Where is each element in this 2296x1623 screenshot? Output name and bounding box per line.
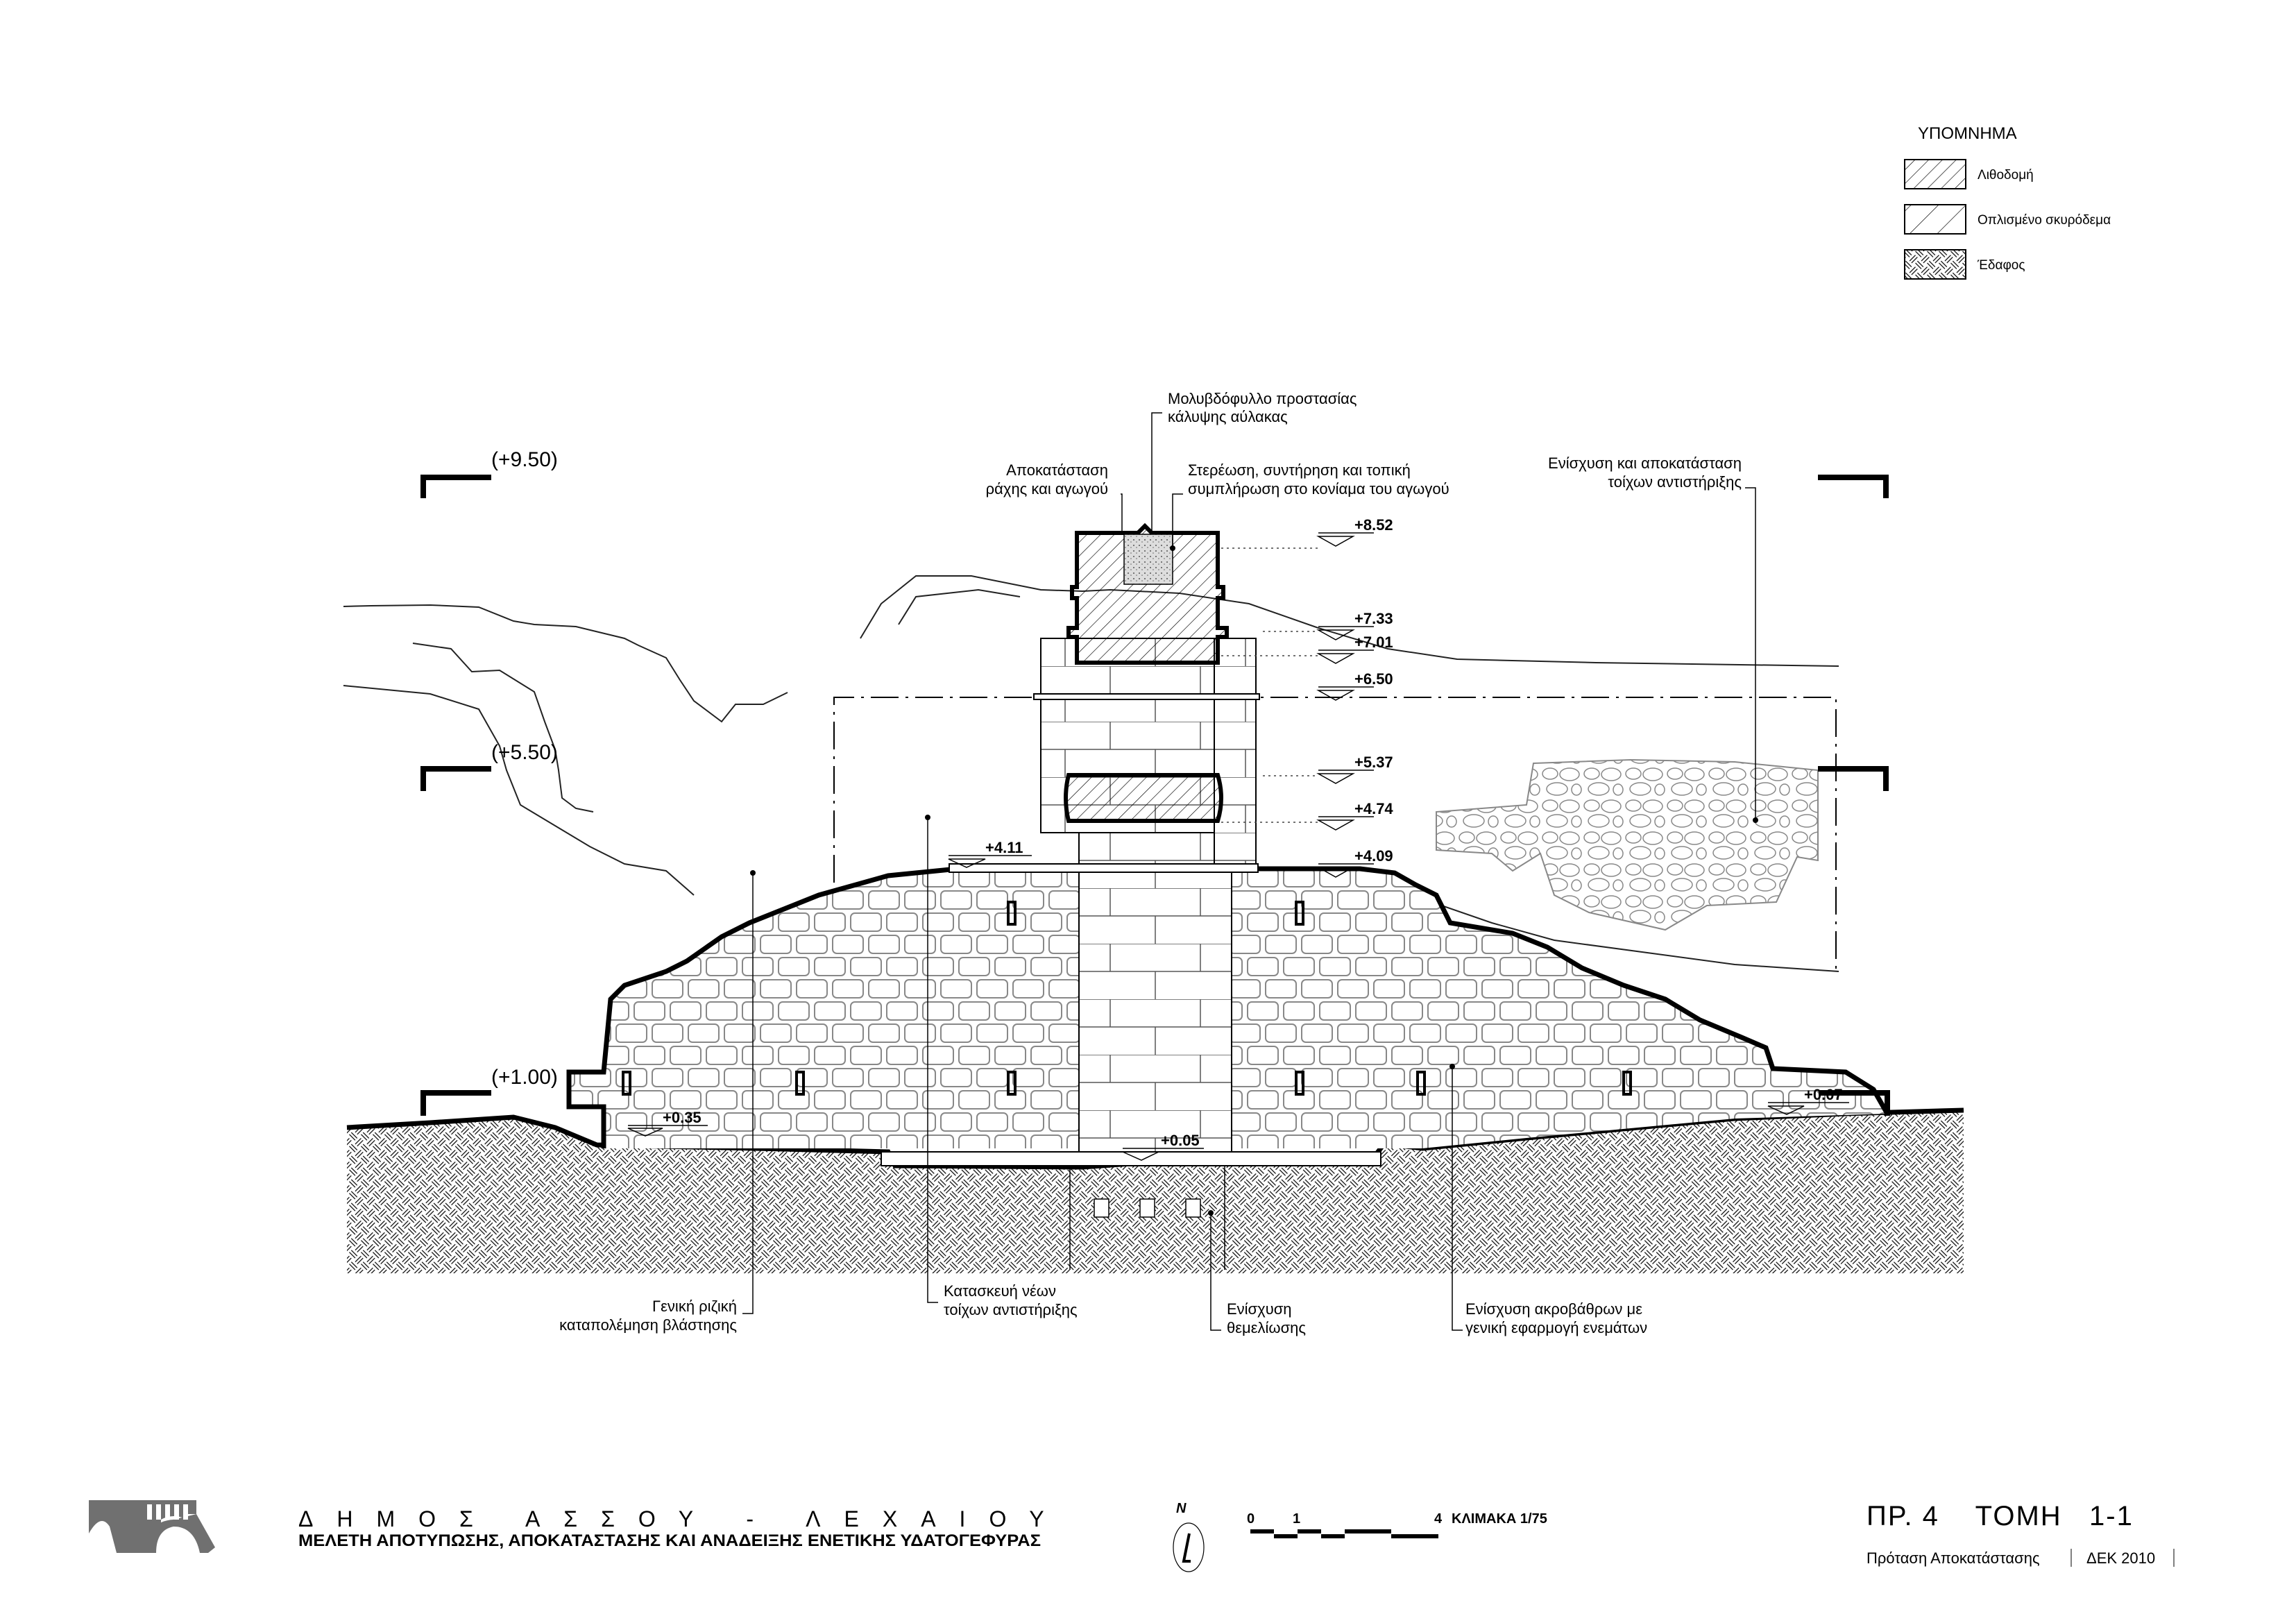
weep-holes: [622, 901, 1632, 1096]
pier-side-right: [1214, 638, 1257, 868]
annotation-foundation: Ενίσχυση θεμελίωσης: [1227, 1300, 1306, 1336]
section-mark-100: (+1.00): [491, 1066, 558, 1089]
scale-label: ΚΛΙΜΑΚΑ 1/75: [1452, 1511, 1547, 1527]
section-mark-950: (+9.50): [491, 448, 558, 471]
bridge-logo-icon: [89, 1500, 215, 1553]
drawing-number: ΠΡ. 4 ΤΟΜΗ 1-1: [1866, 1501, 2134, 1531]
svg-text:Στερέωση, συντήρηση και τοπική: Στερέωση, συντήρηση και τοπική: [1188, 461, 1411, 479]
left-embankment-outline: [566, 866, 1079, 1148]
concrete-ring-beam: [1064, 773, 1223, 823]
annotation-leaders: [742, 412, 1756, 1331]
level-marker-474: [1316, 816, 1374, 831]
section-cut-marks: [420, 475, 1890, 1116]
annotation-vegetation: Γενική ριζική καταπολέμηση βλάστησης: [559, 1298, 737, 1334]
level-marker-733: [1316, 626, 1374, 640]
scale-tick-0: 0: [1247, 1511, 1255, 1527]
level-411: +4.11: [985, 839, 1023, 856]
scale-tick-4: 4: [1434, 1511, 1443, 1527]
level-marker-409: [1316, 863, 1374, 878]
rubble-wall-fragment: [1436, 758, 1819, 931]
level-852: +8.52: [1354, 516, 1393, 534]
level-701: +7.01: [1354, 634, 1393, 651]
foundation-slab: [881, 1151, 1381, 1166]
level-marker-411: [948, 855, 1032, 868]
level-005: +0.05: [1161, 1132, 1200, 1149]
soil-section: [347, 1110, 1964, 1273]
svg-text:κάλυψης αύλακας: κάλυψης αύλακας: [1168, 408, 1288, 425]
base-band: [949, 863, 1259, 873]
svg-text:γενική εφαρμογή ενεμάτων: γενική εφαρμογή ενεμάτων: [1465, 1319, 1647, 1336]
svg-text:Ενίσχυση και αποκατάσταση: Ενίσχυση και αποκατάσταση: [1548, 454, 1742, 472]
level-marker-007: [1767, 1102, 1849, 1115]
legend-swatch-concrete: [1904, 204, 1966, 235]
level-537: +5.37: [1354, 754, 1393, 771]
level-leader-lines: [1221, 547, 1318, 823]
legend: ΥΠΟΜΝΗΜΑ Λιθοδομή Οπλισμένο σκυρόδεμα Έδ…: [1904, 124, 2111, 280]
svg-text:καταπολέμηση βλάστησης: καταπολέμηση βλάστησης: [559, 1316, 737, 1334]
drawing-type: Πρόταση Αποκατάστασης: [1866, 1549, 2040, 1567]
level-marker-035: [627, 1125, 708, 1137]
scale-tick-1: 1: [1293, 1511, 1300, 1527]
channel-block: [1066, 522, 1229, 665]
legend-title: ΥΠΟΜΝΗΜΑ: [1918, 124, 2017, 143]
scale-bar: 0 1 4 ΚΛΙΜΑΚΑ 1/75: [1247, 1511, 1547, 1538]
right-embankment: [1232, 869, 1887, 1148]
svg-text:Μολυβδόφυλλο προστασίας: Μολυβδόφυλλο προστασίας: [1168, 390, 1357, 407]
right-embankment-outline: [1232, 866, 1890, 1115]
legend-swatch-soil: [1904, 249, 1966, 280]
project-title: ΜΕΛΕΤΗ ΑΠΟΤΥΠΩΣΗΣ, ΑΠΟΚΑΤΑΣΤΑΣΗΣ ΚΑΙ ΑΝΑ…: [298, 1531, 1041, 1550]
svg-text:Ενίσχυση ακροβάθρων με: Ενίσχυση ακροβάθρων με: [1465, 1300, 1642, 1318]
svg-text:τοίχων αντιστήριξης: τοίχων αντιστήριξης: [944, 1301, 1078, 1318]
annotation-lead-sheet: Μολυβδόφυλλο προστασίας κάλυψης αύλακας: [1168, 390, 1357, 425]
level-marker-650: [1316, 686, 1374, 701]
annotation-retaining-walls-restore: Ενίσχυση και αποκατάσταση τοίχων αντιστή…: [1548, 454, 1742, 491]
annotation-abutments: Ενίσχυση ακροβάθρων με γενική εφαρμογή ε…: [1465, 1300, 1647, 1336]
level-409: +4.09: [1354, 847, 1393, 865]
legend-swatch-masonry: [1904, 159, 1966, 189]
drawing-date: ΔΕΚ 2010: [2086, 1549, 2155, 1567]
svg-text:Ενίσχυση: Ενίσχυση: [1227, 1300, 1292, 1318]
level-marker-005: [1122, 1148, 1204, 1161]
municipality-title: ΔΗΜΟΣ ΑΣΣΟΥ - ΛΕΧΑΙΟΥ: [298, 1506, 1068, 1531]
legend-label-soil: Έδαφος: [1977, 258, 2025, 273]
level-650: +6.50: [1354, 670, 1393, 688]
section-mark-550: (+5.50): [491, 741, 558, 764]
svg-text:ράχης και αγωγού: ράχης και αγωγού: [986, 480, 1108, 498]
title-block: ΔΗΜΟΣ ΑΣΣΟΥ - ΛΕΧΑΙΟΥ ΜΕΛΕΤΗ ΑΠΟΤΥΠΩΣΗΣ,…: [89, 1500, 2175, 1572]
cornice-band: [1033, 693, 1260, 700]
level-markers: [627, 532, 1849, 1161]
level-035: +0.35: [663, 1109, 701, 1126]
svg-text:θεμελίωσης: θεμελίωσης: [1227, 1319, 1306, 1336]
reference-frame: [833, 697, 1837, 971]
terrain-profile-lines: [343, 575, 1839, 972]
micropiles: [1094, 1198, 1201, 1218]
left-embankment: [569, 869, 1079, 1148]
annotation-restore-ridge: Αποκατάσταση ράχης και αγωγού: [986, 461, 1108, 498]
annotation-consolidation: Στερέωση, συντήρηση και τοπική συμπλήρωσ…: [1188, 461, 1449, 498]
leader-dots: [750, 545, 1758, 1216]
north-arrow-icon: N: [1173, 1501, 1205, 1572]
svg-text:Κατασκευή νέων: Κατασκευή νέων: [944, 1282, 1056, 1300]
north-label: N: [1176, 1501, 1187, 1516]
level-marker-537: [1316, 770, 1374, 784]
level-474: +4.74: [1354, 800, 1393, 817]
svg-text:Γενική ριζική: Γενική ριζική: [652, 1298, 737, 1315]
level-733: +7.33: [1354, 610, 1393, 627]
level-marker-852: [1316, 532, 1374, 547]
level-marker-701: [1316, 649, 1374, 664]
svg-text:συμπλήρωση στο κονίαμα του αγω: συμπλήρωση στο κονίαμα του αγωγού: [1188, 480, 1449, 498]
svg-text:τοίχων αντιστήριξης: τοίχων αντιστήριξης: [1608, 473, 1742, 491]
annotation-new-walls: Κατασκευή νέων τοίχων αντιστήριξης: [944, 1282, 1078, 1318]
legend-label-masonry: Λιθοδομή: [1978, 168, 2034, 182]
central-pier-shaft: [1078, 832, 1232, 1153]
channel-fill: [1123, 534, 1173, 585]
svg-text:Αποκατάσταση: Αποκατάσταση: [1006, 461, 1108, 479]
legend-label-concrete: Οπλισμένο σκυρόδεμα: [1978, 213, 2111, 228]
